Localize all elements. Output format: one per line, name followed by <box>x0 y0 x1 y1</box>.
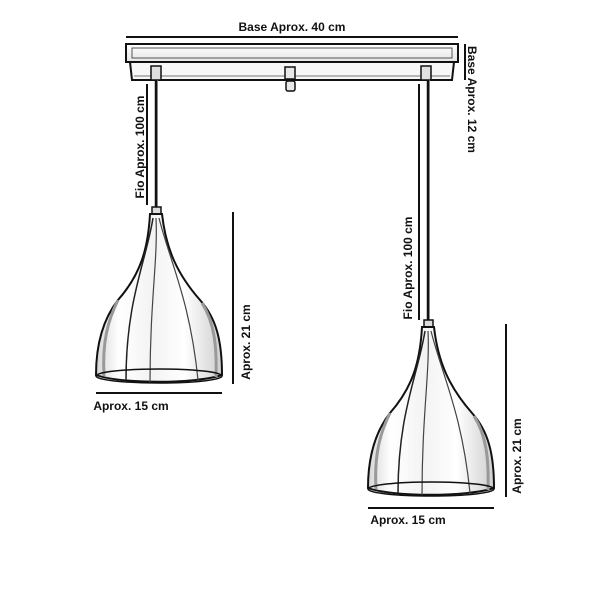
label-base-width: Base Aprox. 40 cm <box>239 20 346 34</box>
label-shade-left-height: Aprox. 21 cm <box>239 304 253 379</box>
cord-right <box>426 80 430 322</box>
label-shade-left-width: Aprox. 15 cm <box>93 399 168 413</box>
label-shade-right-width: Aprox. 15 cm <box>370 513 445 527</box>
cord-anchor-right <box>420 65 432 81</box>
label-cord-left: Fio Aprox. 100 cm <box>133 96 147 199</box>
center-screw <box>284 66 296 92</box>
label-cord-right: Fio Aprox. 100 cm <box>401 217 415 320</box>
shade-left <box>94 206 224 384</box>
label-base-depth: Base Aprox. 12 cm <box>465 46 479 153</box>
shade-right <box>366 319 496 497</box>
cord-anchor-left <box>150 65 162 81</box>
cord-left <box>154 80 158 209</box>
label-shade-right-height: Aprox. 21 cm <box>510 418 524 493</box>
